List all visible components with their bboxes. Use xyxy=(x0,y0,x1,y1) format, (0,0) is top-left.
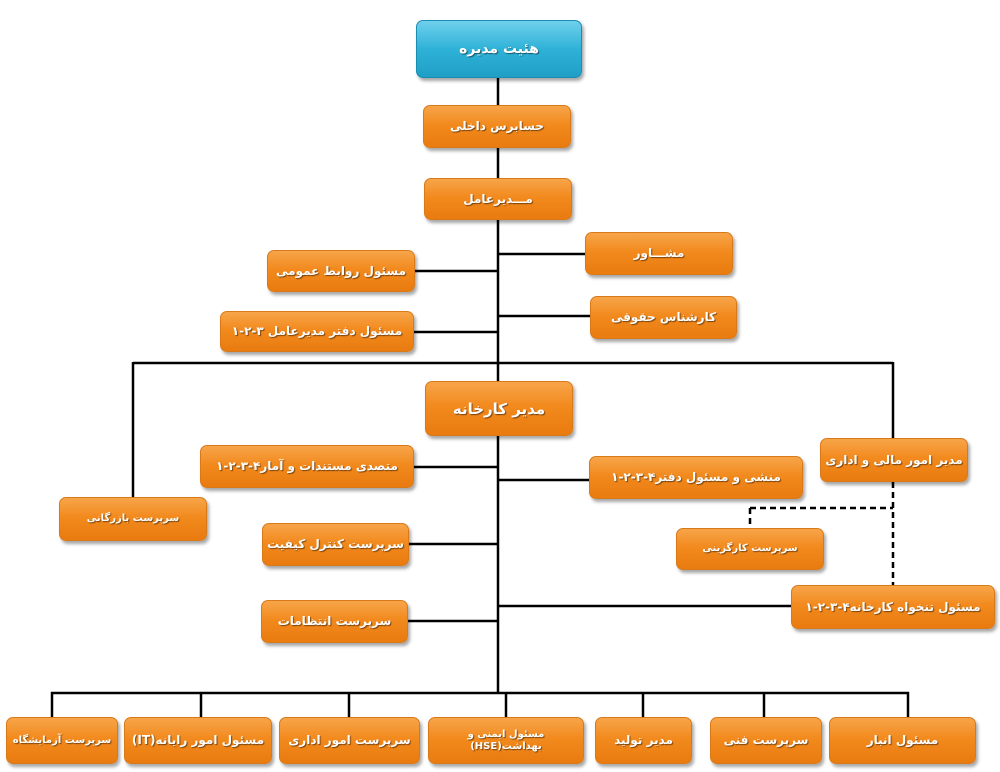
node-production-manager: مدیر تولید xyxy=(595,717,692,764)
node-quality-control: سرپرست کنترل کیفیت xyxy=(262,523,409,566)
node-ceo-office: مسئول دفتر مدیرعامل ۳-۲-۱ xyxy=(220,311,414,352)
node-commerce-supervisor: سرپرست بازرگانی xyxy=(59,497,207,541)
node-payroll: مسئول تنخواه کارخانه۴-۳-۲-۱ xyxy=(791,585,995,629)
node-regulations: سرپرست انتظامات xyxy=(261,600,408,643)
node-recruitment: سرپرست کارگزینی xyxy=(676,528,824,570)
node-documents-officer: متصدی مستندات و آمار۴-۳-۲-۱ xyxy=(200,445,414,488)
node-ceo: مـــدیرعامل xyxy=(424,178,572,220)
node-technical-supervisor: سرپرست فنی xyxy=(710,717,822,764)
node-it: مسئول امور رایانه(IT) xyxy=(124,717,272,764)
node-warehouse: مسئول انبار xyxy=(829,717,976,764)
node-advisor: مشـــاور xyxy=(585,232,733,275)
node-hse: مسئول ایمنی و بهداشت(HSE) xyxy=(428,717,584,764)
node-internal-auditor: حسابرس داخلی xyxy=(423,105,571,148)
node-factory-manager: مدیر کارخانه xyxy=(425,381,573,436)
node-public-relations: مسئول روابط عمومی xyxy=(267,250,415,292)
node-admin-supervisor: سرپرست امور اداری xyxy=(279,717,420,764)
node-secretary: منشی و مسئول دفتر۴-۳-۲-۱ xyxy=(589,456,803,499)
node-board: هئیت مدیره xyxy=(416,20,582,78)
node-legal-expert: کارشناس حقوقی xyxy=(590,296,737,339)
node-finance-manager: مدیر امور مالی و اداری xyxy=(820,438,968,482)
node-lab-supervisor: سرپرست آزمایشگاه xyxy=(6,717,118,764)
